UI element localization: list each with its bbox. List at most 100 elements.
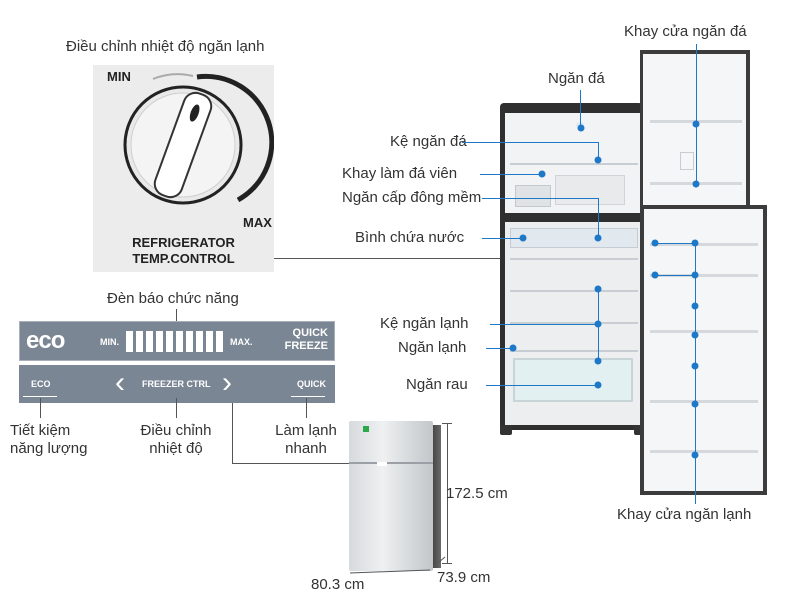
- ngan-rau-line: [486, 385, 598, 386]
- mini-fridge-logo: [363, 426, 369, 432]
- khay-lanh-dot-c: [651, 271, 659, 279]
- mini-fridge-side: [430, 425, 441, 568]
- ngan-da-dot: [577, 124, 585, 132]
- eco-caption-line2: năng lượng: [10, 440, 88, 457]
- fridge-door-shelf: [650, 450, 758, 453]
- ctrl-caption-line1: Điều chỉnh: [140, 422, 212, 439]
- mini-fridge-display: [377, 462, 387, 466]
- mini-fridge-door-gap: [349, 462, 433, 464]
- quick-freeze-line2: FREEZE: [284, 340, 328, 353]
- control-panel-title: Đèn báo chức năng: [107, 290, 239, 307]
- ke-ngan-lanh-dot-1: [594, 285, 602, 293]
- vegetable-crisper: [513, 358, 633, 402]
- mini-fridge-image: [349, 421, 433, 571]
- label-ngan-rau: Ngăn rau: [406, 376, 468, 393]
- quick-caption-line1: Làm lạnh: [275, 422, 337, 439]
- khay-lanh-dot-g: [691, 362, 699, 370]
- level-bar: [136, 331, 143, 352]
- height-dimension-line: [447, 423, 448, 563]
- level-bar: [126, 331, 133, 352]
- label-ke-ngan-da: Kệ ngăn đá: [390, 133, 467, 150]
- ctrl-caption: Điều chỉnh nhiệt độ: [134, 422, 218, 458]
- fridge-shelf: [510, 290, 638, 292]
- fridge-foot-left: [500, 425, 512, 435]
- freezer-drawer: [555, 175, 625, 205]
- khay-lanh-dot-h: [691, 400, 699, 408]
- eco-connector: [40, 398, 41, 418]
- ke-ngan-lanh-line: [490, 324, 598, 325]
- level-bar: [186, 331, 193, 352]
- eco-button[interactable]: ECO: [31, 379, 51, 389]
- freezer-ctrl-label: FREEZER CTRL: [142, 379, 211, 389]
- label-ke-ngan-lanh: Kệ ngăn lạnh: [380, 315, 469, 332]
- height-tick-top: [442, 423, 452, 424]
- label-ngan-da: Ngăn đá: [548, 70, 605, 87]
- label-ngan-lanh: Ngăn lạnh: [398, 339, 467, 356]
- label-khay-cua-ngan-da: Khay cửa ngăn đá: [624, 23, 747, 40]
- fridge-door-shelf: [650, 274, 758, 277]
- level-bar: [196, 331, 203, 352]
- dial-max-label: MAX: [243, 215, 272, 230]
- quick-freeze-indicator: QUICK FREEZE: [285, 327, 328, 353]
- fridge-foot-right: [634, 425, 644, 435]
- ke-ngan-lanh-dot-3: [594, 357, 602, 365]
- khay-cua-ngan-da-line: [696, 44, 697, 184]
- eco-caption: Tiết kiệm năng lượng: [10, 422, 88, 458]
- khay-lanh-dot-d: [691, 271, 699, 279]
- khay-lam-da-line: [480, 174, 542, 175]
- chill-compartment: [510, 228, 638, 248]
- freezer-door-dispenser: [680, 152, 694, 170]
- ke-ngan-da-line-v: [598, 142, 599, 160]
- dial-min-label: MIN: [107, 69, 131, 84]
- khay-cua-ngan-lanh-branch-1: [655, 243, 695, 244]
- khay-cua-ngan-lanh-branch-2: [655, 275, 695, 276]
- depth-dimension: 73.9 cm: [437, 569, 491, 586]
- quick-caption-line2: nhanh: [285, 440, 327, 457]
- height-tick-bottom: [442, 563, 452, 564]
- level-max-label: MAX.: [230, 337, 253, 347]
- binh-chua-nuoc-dot: [519, 234, 527, 242]
- khay-cua-ngan-da-dot-1: [692, 120, 700, 128]
- dial-caption-line1: REFRIGERATOR: [132, 235, 235, 250]
- dial-knob-icon[interactable]: [93, 65, 274, 272]
- ngan-rau-dot: [594, 381, 602, 389]
- cap-dong-line-v: [598, 198, 599, 238]
- eco-caption-line1: Tiết kiệm: [10, 422, 71, 439]
- ctrl-connector: [176, 398, 177, 418]
- khay-lanh-dot-a: [651, 239, 659, 247]
- level-bar: [166, 331, 173, 352]
- base-dimension-lines: [349, 556, 446, 574]
- khay-lanh-dot-e: [691, 302, 699, 310]
- control-panel-display: eco MIN. MAX. QUICK FREEZE: [19, 321, 335, 361]
- ke-ngan-da-dot: [594, 156, 602, 164]
- height-dimension: 172.5 cm: [446, 485, 508, 502]
- level-bar: [146, 331, 153, 352]
- level-bar: [176, 331, 183, 352]
- khay-lanh-dot-b: [691, 239, 699, 247]
- temp-control-dial-panel: MIN MAX REFRIGERATOR TEMP.CONTROL: [93, 65, 274, 272]
- ngan-lanh-dot: [509, 344, 517, 352]
- freezer-shelf: [510, 163, 638, 165]
- fridge-door: [640, 205, 767, 495]
- title-connector: [176, 309, 177, 323]
- ngan-da-line: [580, 90, 581, 128]
- quick-underline: [291, 396, 325, 397]
- fridge-shelf: [510, 350, 638, 352]
- left-arrow-icon[interactable]: ‹: [115, 366, 125, 399]
- quick-button[interactable]: QUICK: [297, 379, 326, 389]
- fridge-door-shelf: [650, 400, 758, 403]
- eco-underline: [23, 396, 57, 397]
- width-dimension: 80.3 cm: [311, 576, 365, 593]
- label-khay-lam-da-vien: Khay làm đá viên: [342, 165, 458, 182]
- dial-title: Điều chỉnh nhiệt độ ngăn lạnh: [66, 38, 265, 55]
- label-binh-chua-nuoc: Bình chứa nước: [355, 229, 465, 246]
- khay-cua-ngan-lanh-line: [695, 242, 696, 504]
- cap-dong-line-h: [482, 198, 598, 199]
- level-min-label: MIN.: [100, 337, 119, 347]
- control-button-row: ECO ‹ FREEZER CTRL › QUICK: [19, 365, 335, 403]
- quick-connector: [306, 398, 307, 418]
- ctrl-caption-line2: nhiệt độ: [149, 440, 203, 457]
- right-arrow-icon[interactable]: ›: [222, 366, 232, 399]
- label-khay-cua-ngan-lanh: Khay cửa ngăn lạnh: [617, 506, 752, 523]
- fridge-door-shelf: [650, 330, 758, 333]
